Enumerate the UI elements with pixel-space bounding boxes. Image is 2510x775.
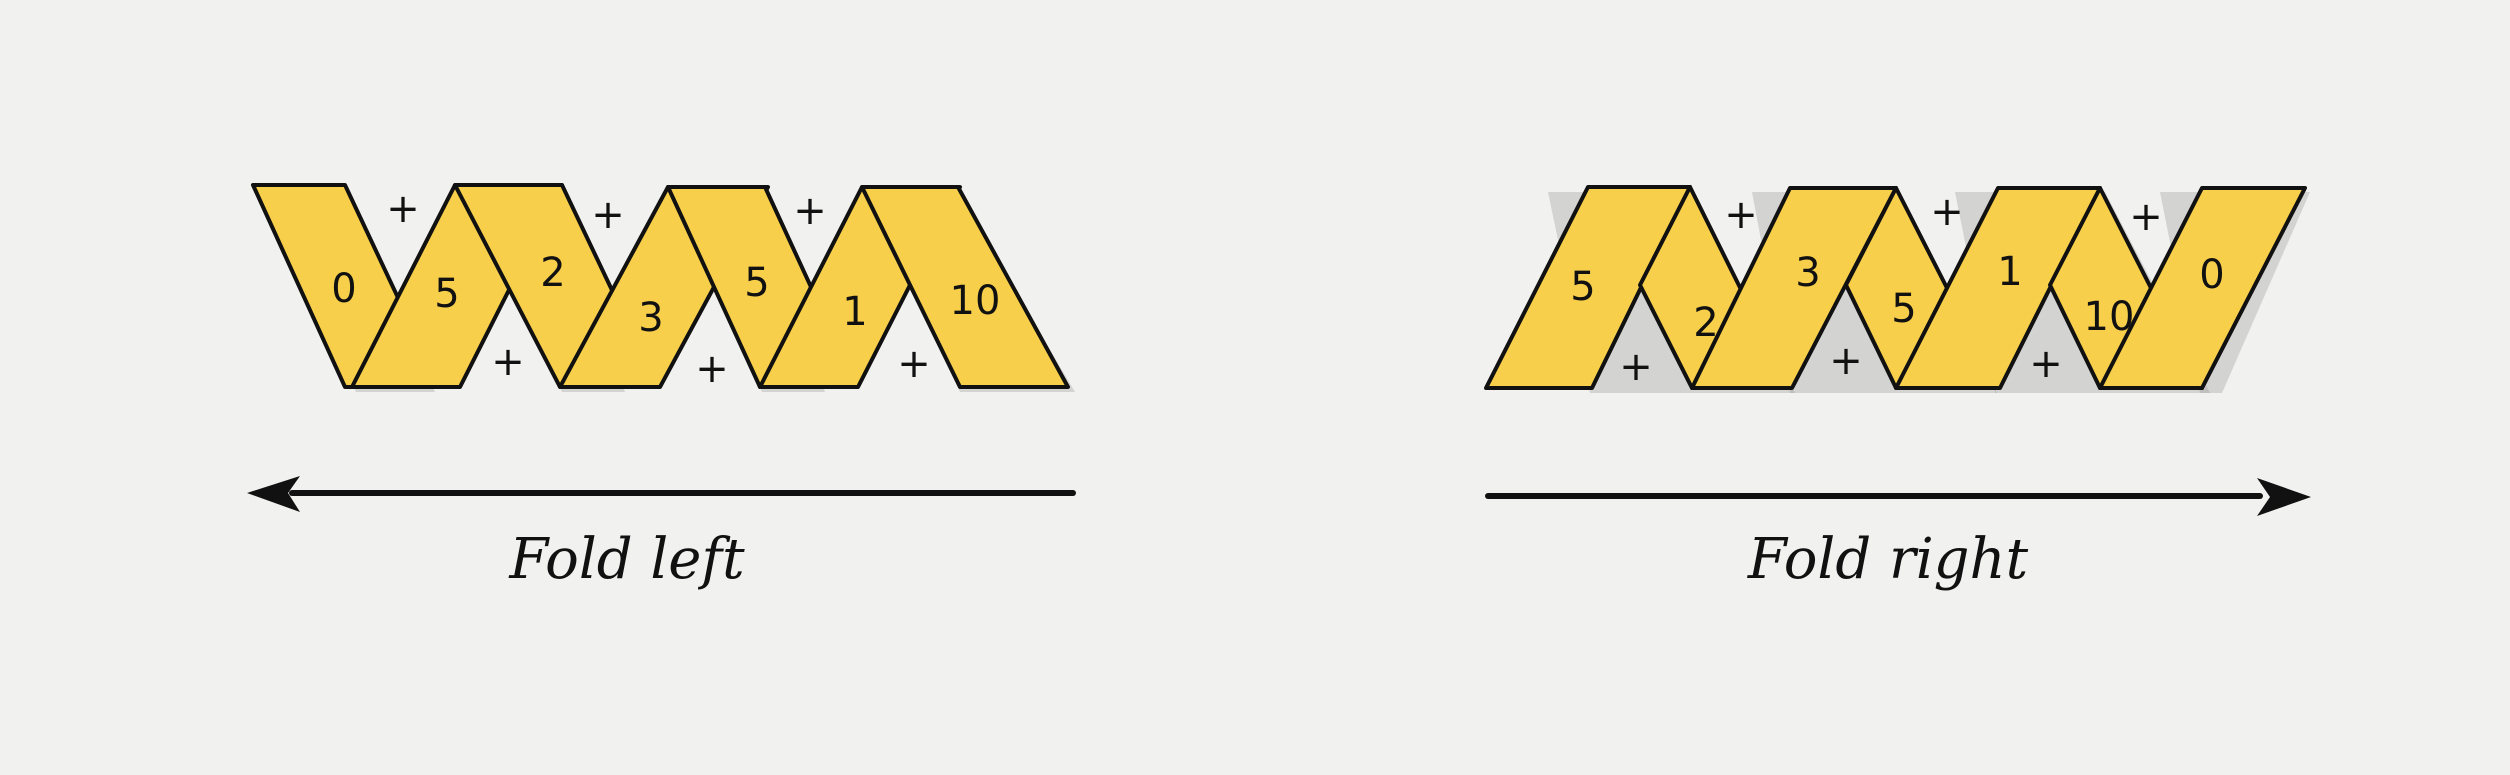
fold-left-plus-5: + [793, 188, 827, 234]
fold-left-plus-3: + [591, 192, 625, 238]
fold-right-panel-3 [1690, 186, 1898, 390]
fold-left-caption: Fold left [508, 527, 745, 592]
fold-right-panel-5 [1894, 186, 2102, 390]
fold-right-value-6: 10 [2084, 294, 2135, 340]
fold-left-panel-7 [860, 185, 1070, 389]
fold-right-plus-1: + [1619, 344, 1653, 390]
fold-right-panel-1 [1484, 185, 1692, 390]
fold-right-arrowhead-icon [2257, 478, 2311, 516]
fold-left-value-3: 2 [540, 250, 565, 296]
fold-right-value-2: 2 [1693, 300, 1718, 346]
fold-left-value-6: 1 [842, 289, 867, 335]
fold-left-value-4: 3 [638, 295, 663, 341]
fold-right-plus-4: + [1930, 189, 1964, 235]
fold-right-plus-6: + [2129, 194, 2163, 240]
fold-left-plus-4: + [695, 346, 729, 392]
fold-left-plus-6: + [897, 341, 931, 387]
fold-right-value-1: 5 [1570, 264, 1595, 310]
fold-right-value-5: 1 [1997, 249, 2022, 295]
fold-right-plus-5: + [2029, 341, 2063, 387]
fold-right-value-3: 3 [1795, 250, 1820, 296]
fold-left-arrowhead-icon [247, 476, 300, 512]
fold-left-value-7: 10 [950, 278, 1001, 324]
fold-right-plus-3: + [1829, 338, 1863, 384]
fold-right-caption: Fold right [1747, 527, 2029, 592]
fold-left-value-5: 5 [744, 260, 769, 306]
fold-right-value-7: 0 [2199, 252, 2224, 298]
fold-left-value-2: 5 [434, 271, 459, 317]
fold-left-value-1: 0 [331, 266, 356, 312]
fold-left-group: 0 5 2 3 5 1 10 + + + + + + Fold left [247, 183, 1076, 592]
fold-right-value-4: 5 [1891, 286, 1916, 332]
fold-right-plus-2: + [1724, 192, 1758, 238]
fold-left-plus-2: + [491, 339, 525, 385]
fold-right-group: 5 2 3 5 1 10 0 + + + + + + Fold right [1484, 185, 2311, 592]
fold-right-panel-7 [2098, 186, 2307, 390]
fold-left-plus-1: + [386, 186, 420, 232]
